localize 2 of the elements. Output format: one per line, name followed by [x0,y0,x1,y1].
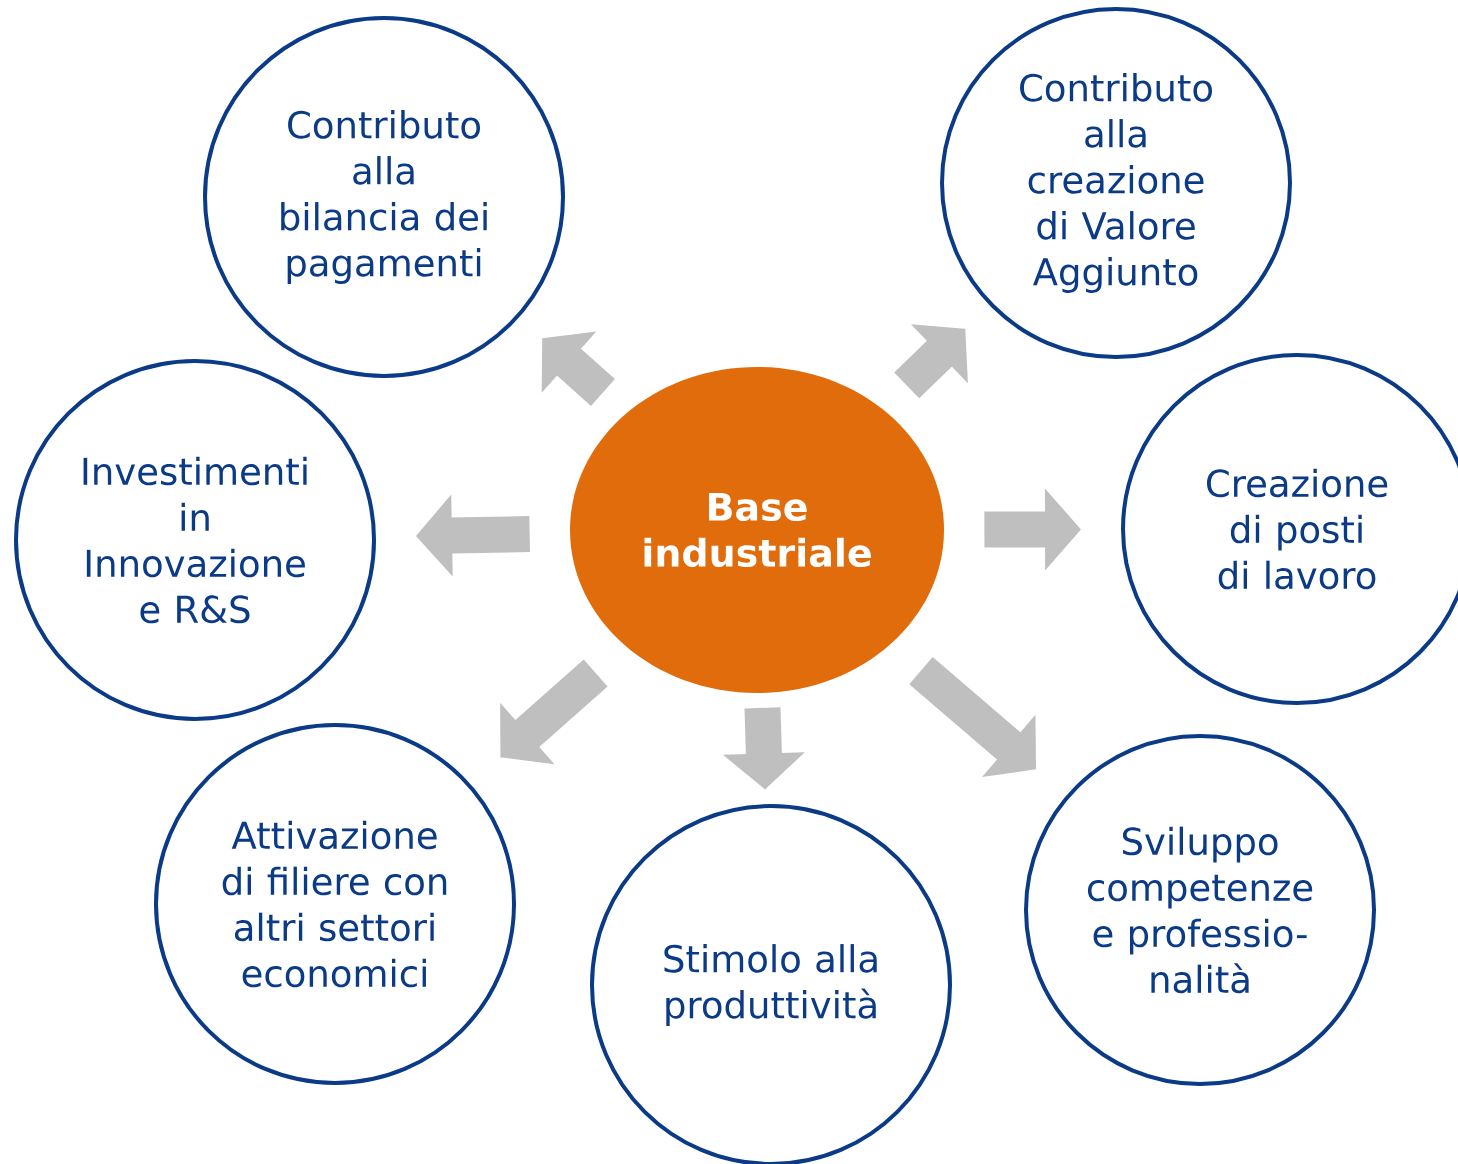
block-arrow [500,659,608,765]
block-arrow [894,324,968,399]
